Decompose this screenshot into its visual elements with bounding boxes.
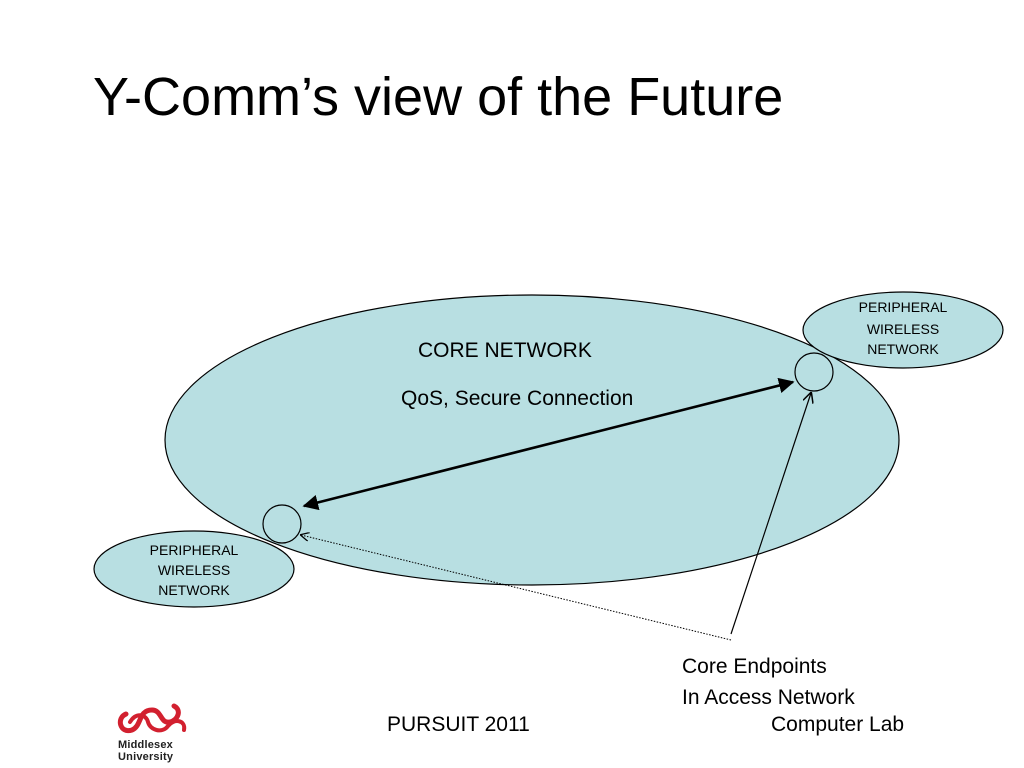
- core-network-sublabel: QoS, Secure Connection: [401, 387, 633, 410]
- peripheral-bottom-label-line3: NETWORK: [158, 582, 230, 598]
- peripheral-bottom-label-line2: WIRELESS: [158, 562, 230, 578]
- middlesex-university-logo-icon: [117, 703, 187, 734]
- logo-text-line1: Middlesex: [118, 739, 173, 751]
- pointer-line-top: [730, 393, 811, 635]
- endpoints-caption-line2: In Access Network: [682, 686, 855, 709]
- endpoint-circle-bottom: [262, 504, 302, 544]
- endpoint-circle-top: [794, 352, 834, 392]
- peripheral-network-top-ellipse: [802, 291, 1004, 369]
- secure-connection-arrow: [302, 377, 795, 511]
- slide-title: Y-Comm’s view of the Future: [93, 67, 784, 127]
- core-network-label: CORE NETWORK: [418, 339, 592, 362]
- peripheral-network-bottom-ellipse: [93, 530, 295, 608]
- footer-right-text: Computer Lab: [771, 713, 905, 736]
- peripheral-top-label-line1: PERIPHERAL: [859, 299, 948, 315]
- logo-text-line2: University: [118, 751, 174, 763]
- endpoints-caption-line1: Core Endpoints: [682, 655, 827, 678]
- footer-center-text: PURSUIT 2011: [387, 713, 530, 736]
- peripheral-bottom-label-line1: PERIPHERAL: [150, 542, 239, 558]
- peripheral-top-label-line2: WIRELESS: [867, 321, 939, 337]
- peripheral-top-label-line3: NETWORK: [867, 341, 939, 357]
